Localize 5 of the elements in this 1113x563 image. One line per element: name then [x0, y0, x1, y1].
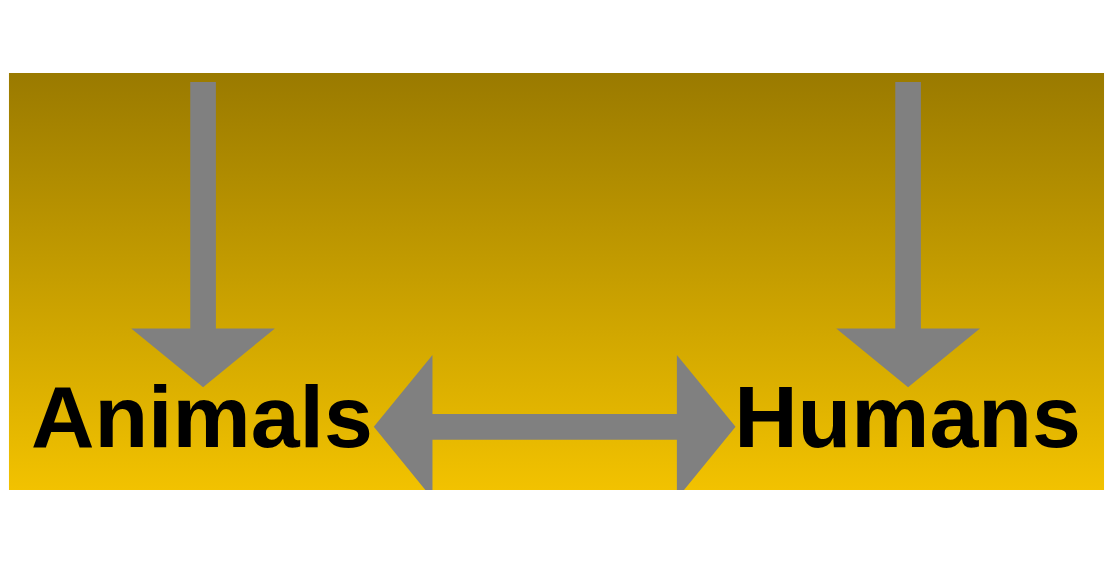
node-text: Animals — [30, 366, 373, 466]
arrow — [131, 81, 275, 388]
node-text: Humans — [734, 366, 1081, 466]
arrow — [373, 354, 736, 490]
arrow — [836, 81, 980, 388]
